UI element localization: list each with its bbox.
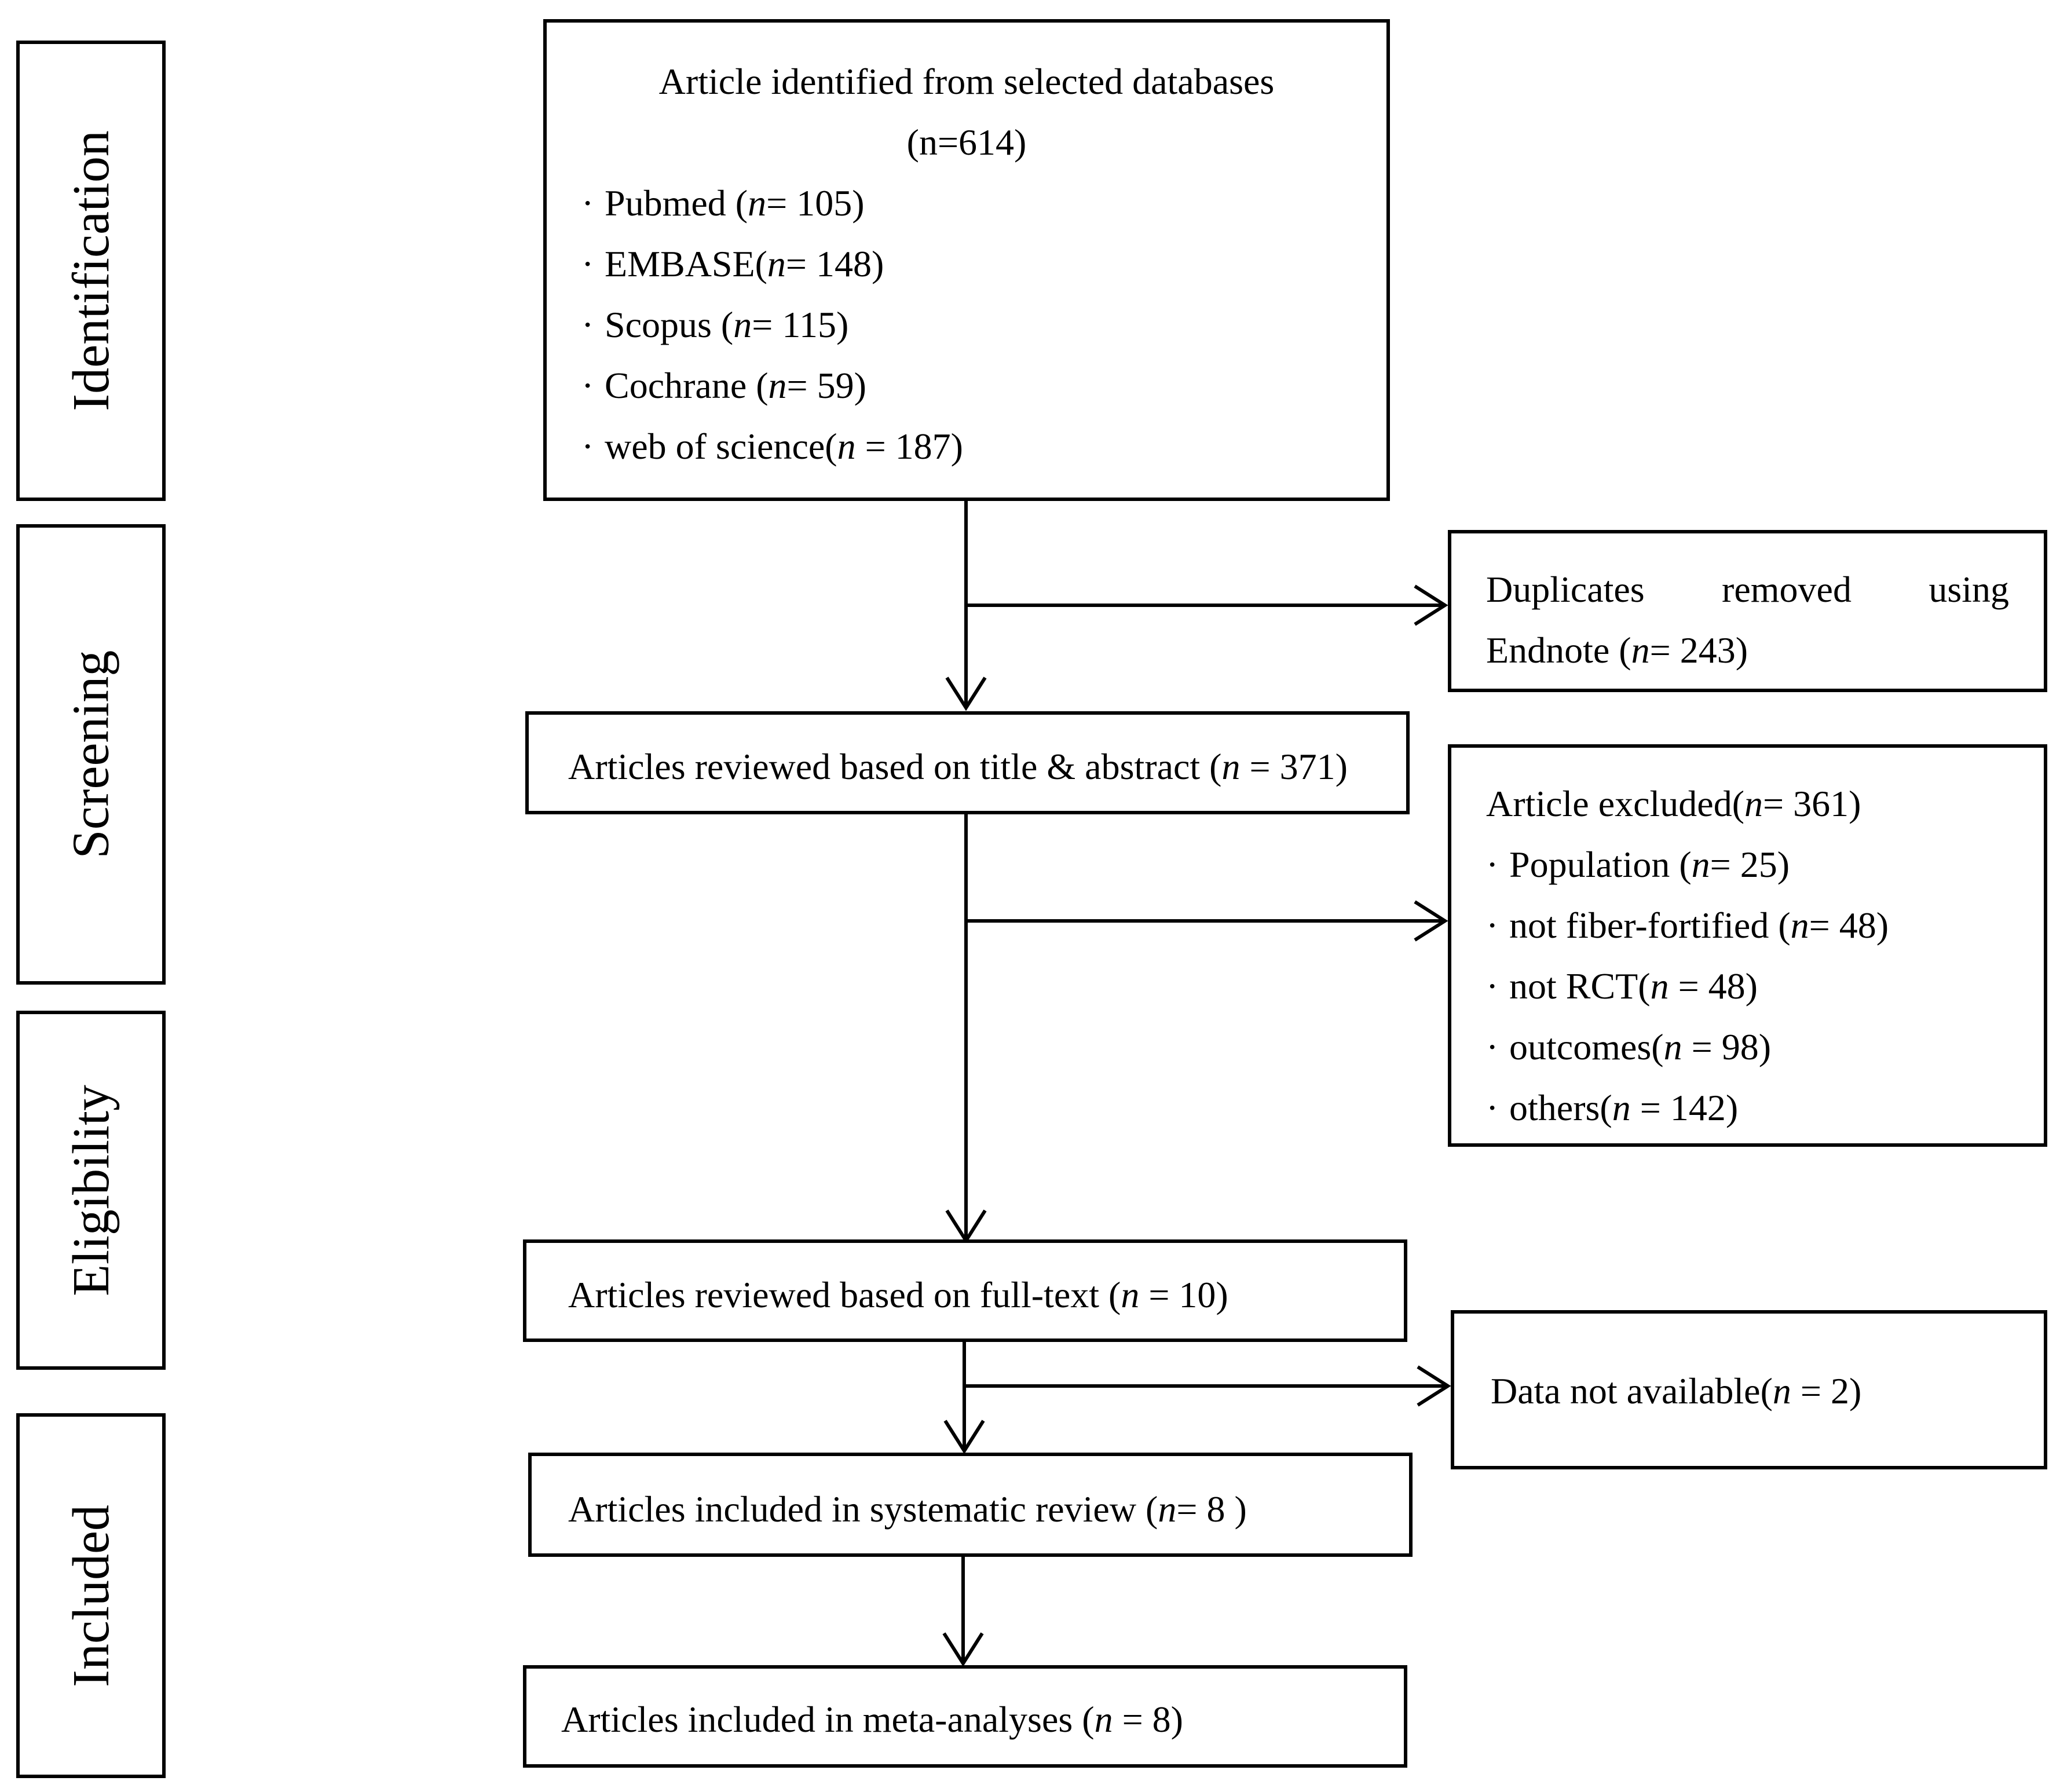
meta-analyses-text: Articles included in meta-analyses (n = … — [561, 1699, 1183, 1740]
stage-eligibility: Eligibility — [16, 1011, 166, 1370]
duplicates-line-2: Endnote (n= 243) — [1486, 630, 1748, 671]
data-not-available-text: Data not available(n = 2) — [1491, 1370, 1862, 1411]
full-text-box: Articles reviewed based on full-text (n … — [523, 1239, 1407, 1342]
title-abstract-box: Articles reviewed based on title & abstr… — [525, 711, 1410, 814]
systematic-review-text: Articles included in systematic review (… — [568, 1489, 1247, 1530]
arrow-head — [1414, 900, 1448, 942]
source-item-embase: ·EMBASE(n= 148) — [581, 243, 884, 284]
arrow-head — [943, 1420, 985, 1454]
excluded-title: Article excluded(n= 361) — [1486, 783, 1861, 824]
meta-analyses-box: Articles included in meta-analyses (n = … — [523, 1665, 1407, 1768]
exclusion-reason-not-fiber-fortified: ·not fiber-fortified (n= 48) — [1486, 905, 1889, 946]
stage-included: Included — [16, 1413, 166, 1778]
identified-title: Article identified from selected databas… — [658, 61, 1275, 102]
source-item-scopus: ·Scopus (n= 115) — [581, 304, 849, 345]
duplicates-removed-box: Duplicates removed using Endnote (n= 243… — [1448, 530, 2047, 692]
systematic-review-box: Articles included in systematic review (… — [528, 1453, 1413, 1557]
exclusion-reason-list: ·Population (n= 25) ·not fiber-fortified… — [1486, 846, 1889, 1150]
identified-total: (n=614) — [906, 122, 1027, 163]
source-list: ·Pubmed (n= 105) ·EMBASE(n= 148) ·Scopus… — [581, 185, 963, 489]
duplicates-line-1: Duplicates removed using — [1486, 569, 2009, 610]
excluded-articles-box: Article excluded(n= 361) ·Population (n=… — [1448, 744, 2047, 1147]
exclusion-reason-others: ·others(n = 142) — [1486, 1087, 1739, 1128]
title-abstract-text: Articles reviewed based on title & abstr… — [568, 746, 1348, 787]
exclusion-reason-outcomes: ·outcomes(n = 98) — [1486, 1026, 1771, 1067]
source-item-pubmed: ·Pubmed (n= 105) — [581, 182, 865, 224]
exclusion-reason-population: ·Population (n= 25) — [1486, 844, 1790, 885]
arrow-head — [1414, 584, 1448, 626]
stage-identification: Identification — [16, 41, 166, 501]
exclusion-reason-not-rct: ·not RCT(n = 48) — [1486, 966, 1758, 1007]
arrow-head — [1417, 1365, 1451, 1407]
stage-screening: Screening — [16, 524, 166, 985]
source-item-cochrane: ·Cochrane (n= 59) — [581, 365, 866, 406]
data-not-available-box: Data not available(n = 2) — [1451, 1310, 2047, 1469]
arrow-head — [945, 676, 987, 711]
identified-records-box: Article identified from selected databas… — [543, 19, 1390, 501]
source-item-web-of-science: ·web of science(n = 187) — [581, 426, 963, 467]
arrow-head — [942, 1632, 984, 1667]
full-text-text: Articles reviewed based on full-text (n … — [568, 1274, 1228, 1315]
